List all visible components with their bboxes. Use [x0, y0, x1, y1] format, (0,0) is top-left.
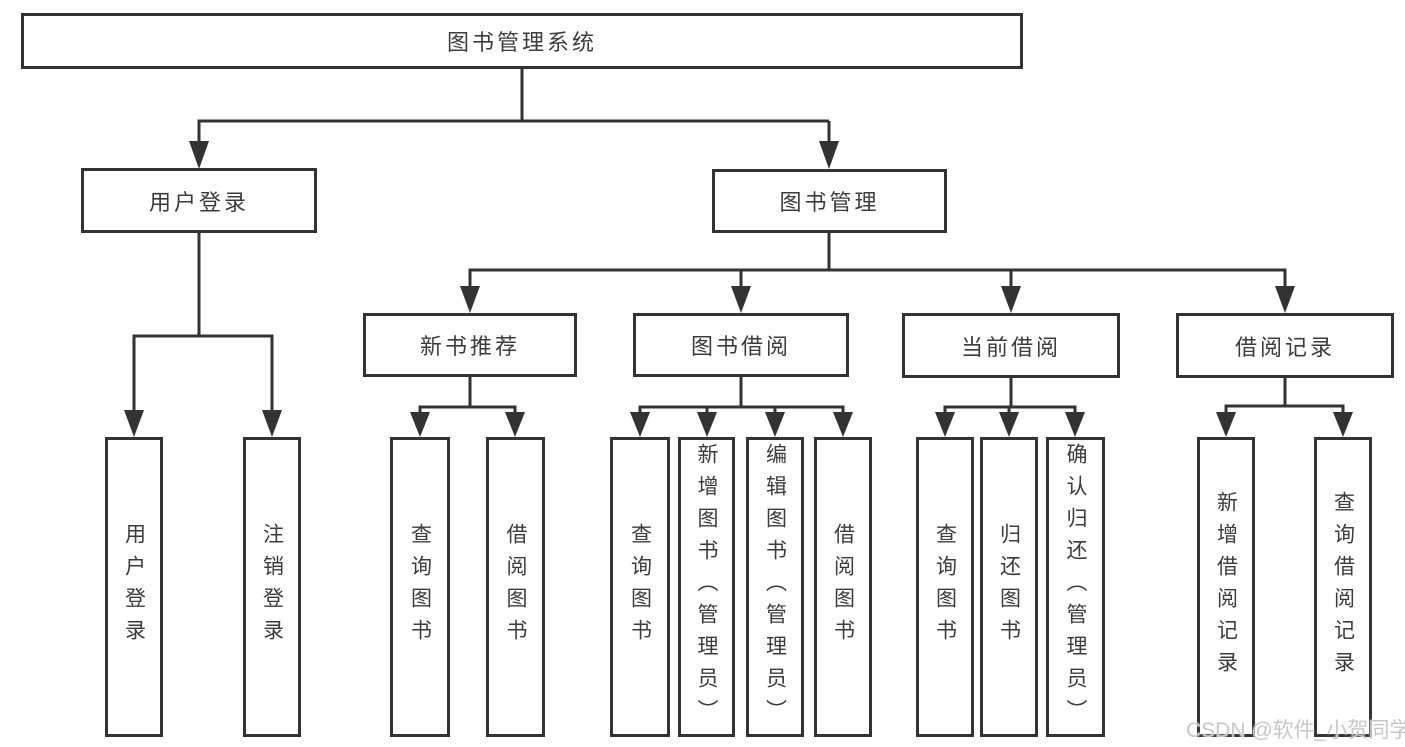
node-book-management-label: 图书管理 [779, 190, 880, 215]
leaf-edit-book-admin-label: 编辑图书（管理员） [763, 443, 787, 731]
arrowheads-current-borrow-children [935, 412, 1085, 437]
leaf-logout: 注销登录 [243, 437, 301, 737]
node-current-borrow-label: 当前借阅 [960, 334, 1061, 360]
node-new-book-recommend-label: 新书推荐 [419, 334, 520, 359]
arrowheads-borrow-record-children [1216, 412, 1353, 437]
connector-user-login-children [132, 233, 274, 414]
leaf-query-book-current-label: 查询图书 [933, 523, 957, 651]
leaf-add-borrow-record: 新增借阅记录 [1197, 437, 1255, 737]
node-root: 图书管理系统 [21, 13, 1023, 69]
leaf-add-book-admin-label: 新增图书（管理员） [695, 443, 718, 731]
watermark: CSDN @软件_小贺同学 [1186, 719, 1405, 742]
node-user-login: 用户登录 [81, 168, 317, 233]
arrowheads-level1 [189, 141, 839, 169]
leaf-query-borrow-record-label: 查询借阅记录 [1331, 491, 1355, 683]
connector-current-borrow-children [943, 378, 1077, 415]
leaf-edit-book-admin: 编辑图书（管理员） [746, 437, 804, 737]
leaf-borrow-book: 借阅图书 [814, 437, 872, 737]
leaf-query-book-current: 查询图书 [916, 437, 974, 737]
node-book-borrow: 图书借阅 [633, 313, 849, 377]
leaf-user-login: 用户登录 [105, 437, 163, 737]
node-borrow-record: 借阅记录 [1176, 313, 1394, 378]
arrowheads-new-book-children [410, 412, 525, 437]
leaf-confirm-return-admin: 确认归还（管理员） [1046, 437, 1105, 737]
node-user-login-label: 用户登录 [148, 189, 249, 215]
leaf-return-book-label: 归还图书 [997, 523, 1021, 651]
leaf-borrow-book-recommend: 借阅图书 [486, 437, 545, 737]
arrowheads-level2 [460, 286, 1295, 313]
leaf-logout-label: 注销登录 [260, 523, 284, 651]
leaf-query-book-recommend-label: 查询图书 [408, 523, 432, 651]
leaf-add-book-admin: 新增图书（管理员） [678, 437, 735, 737]
leaf-query-borrow-record: 查询借阅记录 [1314, 437, 1372, 737]
connector-root-to-level1 [197, 69, 831, 146]
connector-book-borrow-children [638, 377, 845, 415]
node-borrow-record-label: 借阅记录 [1234, 334, 1335, 360]
node-root-label: 图书管理系统 [446, 30, 597, 55]
leaf-user-login-label: 用户登录 [122, 523, 146, 651]
connector-new-book-children [418, 377, 517, 415]
leaf-borrow-book-recommend-label: 借阅图书 [504, 523, 527, 651]
leaf-confirm-return-admin-label: 确认归还（管理员） [1064, 443, 1087, 731]
leaf-query-book-borrow-label: 查询图书 [628, 523, 652, 651]
leaf-add-borrow-record-label: 新增借阅记录 [1214, 491, 1238, 683]
node-new-book-recommend: 新书推荐 [363, 313, 577, 377]
connector-borrow-record-children [1224, 378, 1345, 415]
arrowheads-book-borrow-children [630, 412, 853, 437]
node-book-borrow-label: 图书借阅 [690, 334, 791, 359]
leaf-return-book: 归还图书 [980, 437, 1038, 737]
node-book-management: 图书管理 [712, 169, 947, 233]
arrowheads-user-login-children [124, 410, 282, 437]
leaf-query-book-recommend: 查询图书 [390, 437, 450, 737]
node-current-borrow: 当前借阅 [902, 313, 1120, 378]
leaf-borrow-book-label: 借阅图书 [831, 523, 855, 651]
connector-book-management-children [468, 233, 1287, 290]
leaf-query-book-borrow: 查询图书 [610, 437, 670, 737]
